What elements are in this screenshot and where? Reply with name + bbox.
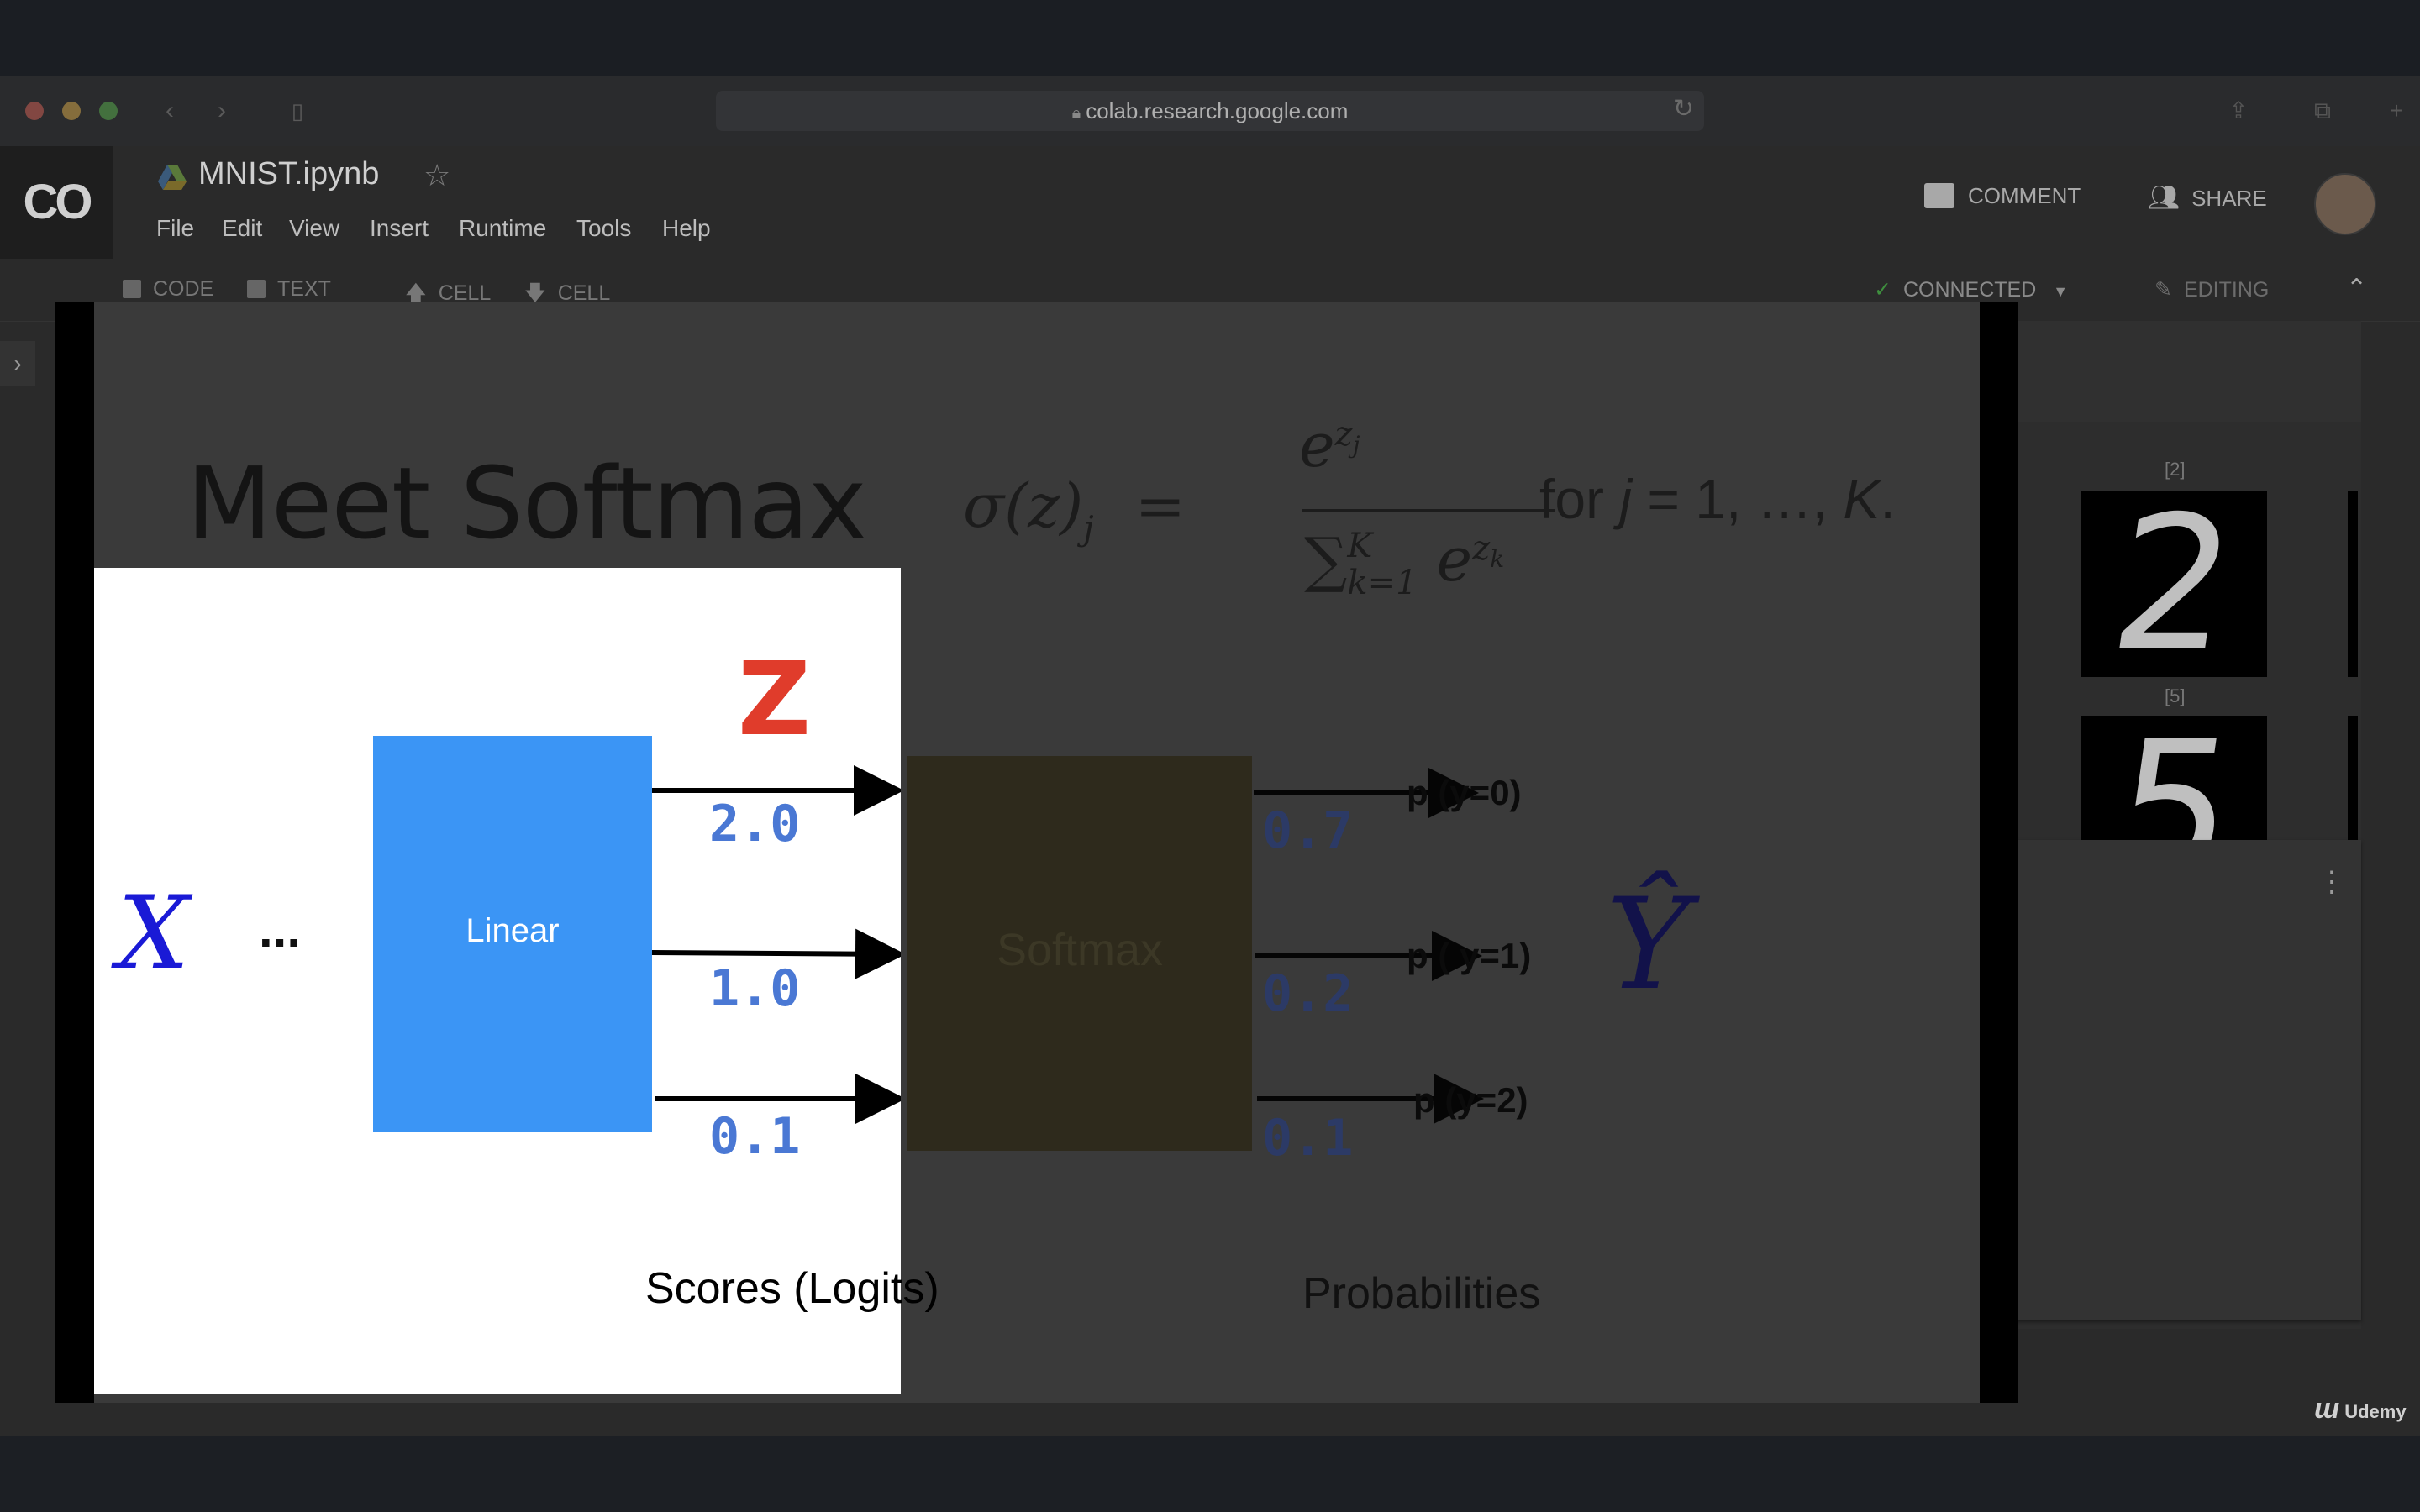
comment-label: COMMENT bbox=[1968, 183, 2081, 208]
share-label: SHARE bbox=[2191, 186, 2267, 211]
reload-icon[interactable]: ↻ bbox=[1672, 95, 1694, 123]
menu-view[interactable]: View bbox=[289, 215, 340, 241]
sidebar-toggle-icon[interactable]: ▯ bbox=[291, 98, 304, 123]
y-hat-symbol: Ŷ bbox=[1607, 872, 1691, 1018]
probability-label: p (y=2) bbox=[1413, 1080, 1528, 1120]
notebook-title[interactable]: MNIST.ipynb bbox=[198, 156, 380, 192]
probability-value: 0.7 bbox=[1262, 801, 1354, 860]
top-band bbox=[0, 0, 2420, 76]
bottom-band bbox=[0, 1436, 2420, 1512]
share-page-icon[interactable]: ⇪ bbox=[2228, 97, 2249, 123]
network-diagram-highlight: X ... Linear Z 2.0 1.0 0.1 bbox=[94, 568, 901, 1394]
star-icon[interactable]: ☆ bbox=[424, 158, 451, 192]
linear-label: Linear bbox=[466, 912, 560, 949]
move-cell-down-button[interactable]: 🡇CELL bbox=[524, 281, 611, 305]
formula-range: for j = 1, …, K. bbox=[1539, 468, 1896, 530]
chevron-down-icon: ▼ bbox=[2053, 283, 2069, 300]
url-text: 🔒︎colab.research.google.com bbox=[1071, 98, 1349, 123]
z-symbol: Z bbox=[738, 642, 812, 759]
probability-bar bbox=[2348, 491, 2358, 677]
slide-border-left bbox=[55, 302, 94, 1403]
forward-icon[interactable]: › bbox=[218, 97, 226, 124]
move-cell-up-button[interactable]: 🡅CELL bbox=[405, 281, 492, 305]
arrow-up-icon: 🡅 bbox=[405, 281, 427, 305]
menu-edit[interactable]: Edit bbox=[222, 215, 263, 241]
google-drive-icon bbox=[158, 165, 187, 190]
panel-header bbox=[2015, 321, 2361, 422]
add-code-button[interactable]: CODE bbox=[123, 277, 213, 302]
probability-label: p ( y=1) bbox=[1407, 936, 1532, 975]
udemy-logo-icon: ɯ bbox=[2314, 1393, 2340, 1425]
browser-toolbar: ‹ › ▯ 🔒︎colab.research.google.com ↻ ⇪ ⧉ … bbox=[0, 76, 2420, 147]
digit-label: [2] bbox=[2165, 459, 2186, 480]
logit-value: 1.0 bbox=[709, 959, 801, 1018]
slide-title: Meet Softmax bbox=[187, 445, 867, 561]
scores-label: Scores (Logits) bbox=[645, 1264, 939, 1313]
new-tab-icon[interactable]: + bbox=[2389, 97, 2404, 123]
plus-box-icon bbox=[247, 280, 266, 298]
probability-label: p (y=0) bbox=[1407, 773, 1522, 812]
menu-tools[interactable]: Tools bbox=[576, 215, 632, 241]
editing-mode[interactable]: ✎EDITING bbox=[2154, 278, 2270, 302]
input-symbol: X bbox=[118, 875, 190, 992]
comment-icon bbox=[1924, 183, 1954, 208]
minimize-window-button[interactable] bbox=[62, 102, 81, 120]
user-avatar[interactable] bbox=[2314, 173, 2376, 235]
more-options-icon[interactable]: ⋮ bbox=[2317, 866, 2346, 898]
tabs-overview-icon[interactable]: ⧉ bbox=[2314, 97, 2331, 123]
add-text-button[interactable]: TEXT bbox=[247, 277, 331, 302]
menu-file[interactable]: File bbox=[156, 215, 195, 241]
plus-box-icon bbox=[123, 280, 141, 298]
formula-lhs: σ(z)j = bbox=[963, 470, 1186, 549]
code-cell-card[interactable]: ⋮ bbox=[2015, 840, 2361, 1320]
probabilities-label: Probabilities bbox=[1302, 1269, 1541, 1318]
collapse-header-icon[interactable]: ⌃ bbox=[2346, 275, 2368, 302]
arrow-down-icon: 🡇 bbox=[524, 281, 546, 305]
menu-help[interactable]: Help bbox=[662, 215, 711, 241]
slide-border-right bbox=[1980, 302, 2018, 1403]
logit-arrows bbox=[651, 765, 901, 1124]
share-button[interactable]: 👥︎ SHARE bbox=[2148, 183, 2267, 213]
menu-runtime[interactable]: Runtime bbox=[459, 215, 547, 241]
comment-button[interactable]: COMMENT bbox=[1924, 183, 2081, 209]
lock-icon: 🔒︎ bbox=[1071, 104, 1081, 123]
back-icon[interactable]: ‹ bbox=[166, 97, 174, 124]
close-window-button[interactable] bbox=[25, 102, 44, 120]
check-icon: ✓ bbox=[1874, 278, 1891, 302]
mnist-digit-image: 2 bbox=[2081, 491, 2267, 677]
probability-value: 0.1 bbox=[1262, 1109, 1354, 1168]
logit-value: 0.1 bbox=[709, 1107, 801, 1166]
softmax-box bbox=[908, 756, 1252, 1151]
probability-value: 0.2 bbox=[1262, 964, 1354, 1023]
maximize-window-button[interactable] bbox=[99, 102, 118, 120]
address-bar[interactable]: 🔒︎colab.research.google.com ↻ bbox=[716, 91, 1704, 131]
expand-sidebar-icon[interactable]: › bbox=[0, 341, 35, 386]
logit-arrow bbox=[651, 928, 901, 979]
formula-numerator: ezj bbox=[1299, 410, 1360, 480]
people-icon: 👥︎ bbox=[2148, 184, 2181, 212]
fraction-bar bbox=[1302, 509, 1555, 512]
probability-arrows bbox=[1254, 768, 1484, 1124]
digit-label: [5] bbox=[2165, 685, 2186, 706]
pencil-icon: ✎ bbox=[2154, 278, 2172, 302]
runtime-status[interactable]: ✓CONNECTED▼ bbox=[1874, 278, 2069, 302]
colab-logo[interactable]: CO bbox=[0, 146, 113, 259]
ellipsis: ... bbox=[259, 901, 302, 958]
linear-layer-box: Linear bbox=[373, 736, 652, 1132]
logit-value: 2.0 bbox=[709, 795, 801, 853]
menu-insert[interactable]: Insert bbox=[370, 215, 429, 241]
softmax-label: Softmax bbox=[996, 925, 1164, 975]
